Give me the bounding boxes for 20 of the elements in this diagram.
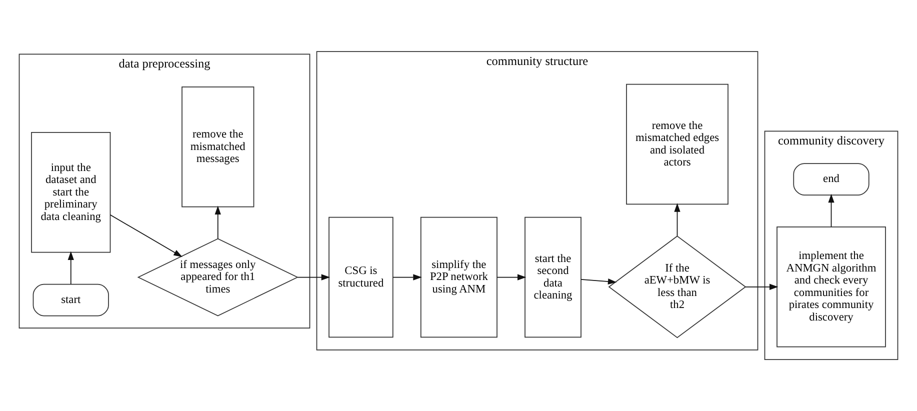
- node-box: remove the mismatched messages: [182, 86, 254, 208]
- arrow: [68, 251, 74, 284]
- arrow: [674, 203, 680, 236]
- node-diamond: if messages only appeared for th1 times: [137, 238, 298, 316]
- node-box: start: [32, 284, 109, 316]
- arrow: [214, 206, 221, 239]
- arrow: [297, 274, 330, 280]
- arrow: [828, 194, 834, 228]
- node-box: end: [793, 163, 870, 196]
- node-box: input the dataset and start the preliminary data cleaning: [31, 132, 111, 253]
- arrow: [496, 274, 526, 280]
- arrow: [110, 214, 182, 258]
- node-box: implement the ANMGN algorithm and check every communities for pirates community discovery: [776, 226, 886, 348]
- arrow: [745, 284, 778, 290]
- arrow: [580, 278, 617, 285]
- node-box: start the second data cleaning: [524, 216, 582, 338]
- arrow: [392, 274, 422, 280]
- node-box: CSG is structured: [328, 216, 394, 338]
- node-box: remove the mismatched edges and isolated actors: [626, 84, 728, 205]
- node-box: simplify the P2P network using ANM: [420, 216, 498, 338]
